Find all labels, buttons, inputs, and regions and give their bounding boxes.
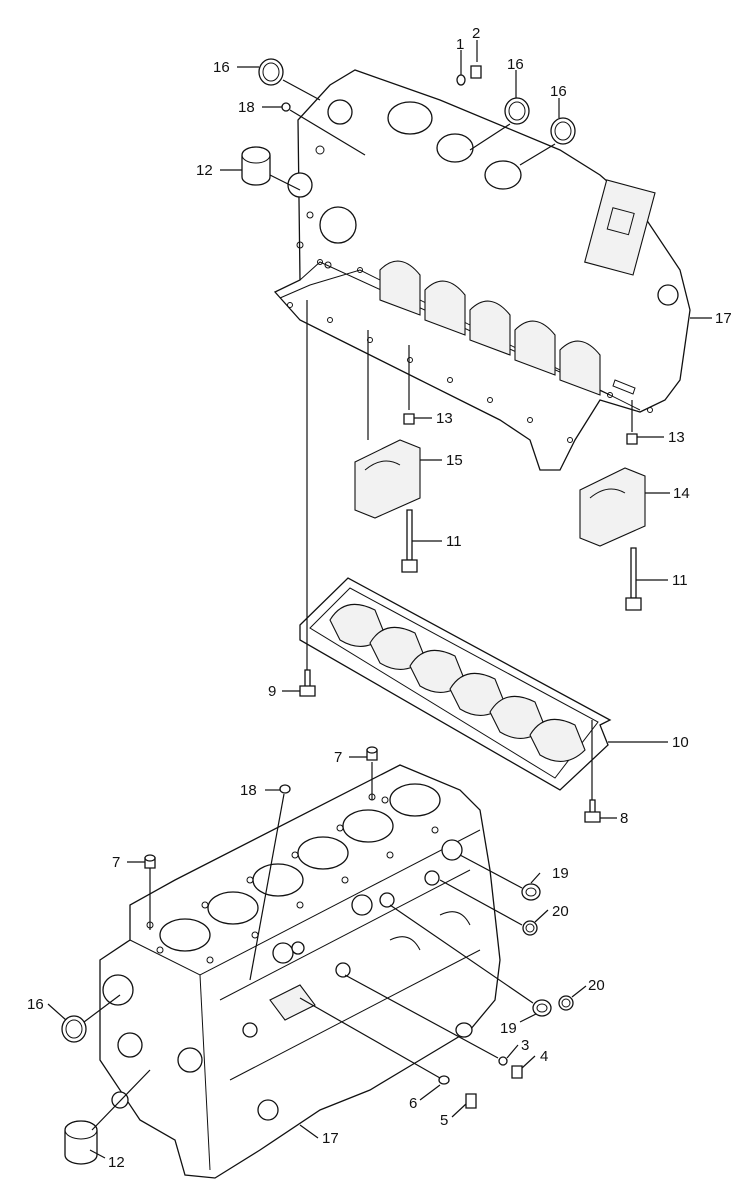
callout-17a: 17: [715, 310, 732, 327]
callout-7a: 7: [334, 749, 342, 766]
callout-17b: 17: [322, 1130, 339, 1147]
callout-9: 9: [268, 683, 276, 700]
callout-15: 15: [446, 452, 463, 469]
callout-14: 14: [673, 485, 690, 502]
callout-16c: 16: [550, 83, 567, 100]
callout-16b: 16: [507, 56, 524, 73]
callout-10: 10: [672, 734, 689, 751]
gasket-plate-drawing: [299, 577, 612, 791]
callout-6: 6: [409, 1095, 417, 1112]
callout-1: 1: [456, 36, 464, 53]
callout-8: 8: [620, 810, 628, 827]
callout-3: 3: [521, 1037, 529, 1054]
callout-12b: 12: [108, 1154, 125, 1171]
callout-19a: 19: [552, 865, 569, 882]
callout-11a: 11: [446, 533, 462, 550]
leader-lines: [47, 40, 712, 1159]
callout-7b: 7: [112, 854, 120, 871]
callout-5: 5: [440, 1112, 448, 1129]
callout-labels: 1 2 16 16 16 18 12 17 13 13 15 14 11 11 …: [27, 25, 732, 1171]
callout-11b: 11: [672, 572, 688, 589]
callout-16d: 16: [27, 996, 44, 1013]
callout-18b: 18: [240, 782, 257, 799]
callout-4: 4: [540, 1048, 548, 1065]
callout-20a: 20: [552, 903, 569, 920]
cylinder-block-drawing: [99, 764, 501, 1179]
upper-crankcase-drawing: [273, 69, 691, 471]
callout-20b: 20: [588, 977, 605, 994]
callout-13a: 13: [436, 410, 453, 427]
upper-small-parts: [241, 58, 646, 823]
lower-small-parts: [61, 746, 574, 1165]
callout-19b: 19: [500, 1020, 517, 1037]
callout-13b: 13: [668, 429, 685, 446]
callout-18a: 18: [238, 99, 255, 116]
callout-2: 2: [472, 25, 480, 42]
callout-16a: 16: [213, 59, 230, 76]
callout-12a: 12: [196, 162, 213, 179]
